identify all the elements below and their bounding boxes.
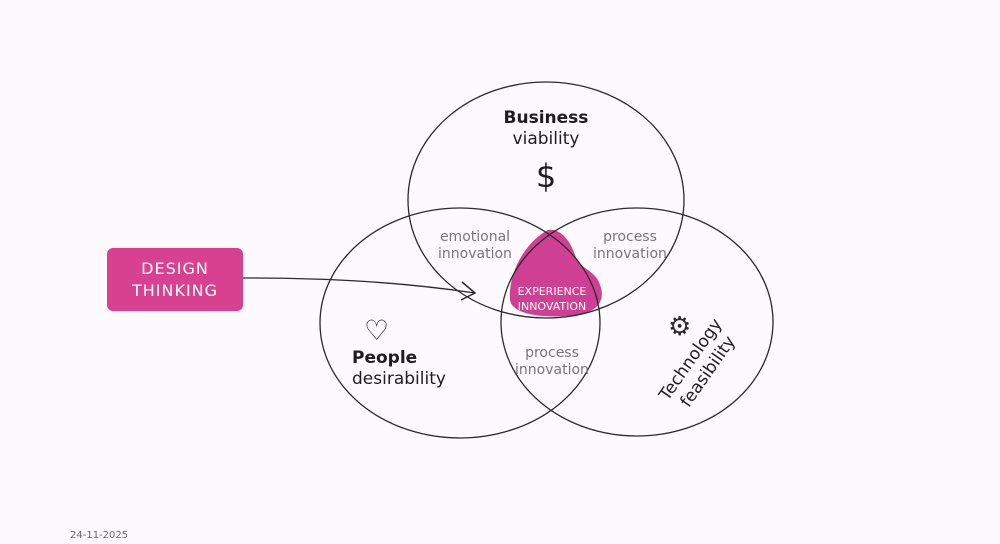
design-thinking-box: DESIGN THINKING xyxy=(107,248,243,311)
business-title: Business xyxy=(503,108,589,128)
arrow-head-icon xyxy=(460,281,477,301)
process-innovation-label-top: process innovation xyxy=(575,229,685,263)
gear-icon: ⚙ xyxy=(668,312,692,342)
people-circle xyxy=(319,207,601,439)
label-line: INNOVATION xyxy=(517,300,587,313)
emotional-innovation-label: emotional innovation xyxy=(420,229,530,263)
label-line: process xyxy=(525,345,579,361)
process-innovation-label-bottom: process innovation xyxy=(497,345,607,379)
slide-date: 24-11-2025 xyxy=(70,530,129,541)
experience-innovation-label: EXPERIENCE INNOVATION xyxy=(500,284,604,314)
design-thinking-line2: THINKING xyxy=(131,280,219,300)
people-subtitle: desirability xyxy=(352,369,446,389)
design-thinking-line1: DESIGN xyxy=(141,258,209,278)
label-line: EXPERIENCE xyxy=(517,285,587,298)
people-title: People xyxy=(352,348,418,368)
label-line: process xyxy=(603,229,657,245)
experience-blob xyxy=(509,229,602,317)
business-circle xyxy=(407,81,685,319)
heart-icon: ♡ xyxy=(364,314,390,347)
business-subtitle: viability xyxy=(512,129,580,149)
people-label: ♡ People desirability xyxy=(352,314,446,390)
dollar-icon: $ xyxy=(535,157,557,195)
business-label: Business viability $ xyxy=(486,108,606,196)
label-line: emotional xyxy=(439,229,511,245)
label-line: innovation xyxy=(438,246,512,262)
label-line: innovation xyxy=(593,246,667,262)
technology-circle xyxy=(500,207,774,437)
label-line: innovation xyxy=(515,362,589,378)
arrow-line xyxy=(242,277,476,294)
